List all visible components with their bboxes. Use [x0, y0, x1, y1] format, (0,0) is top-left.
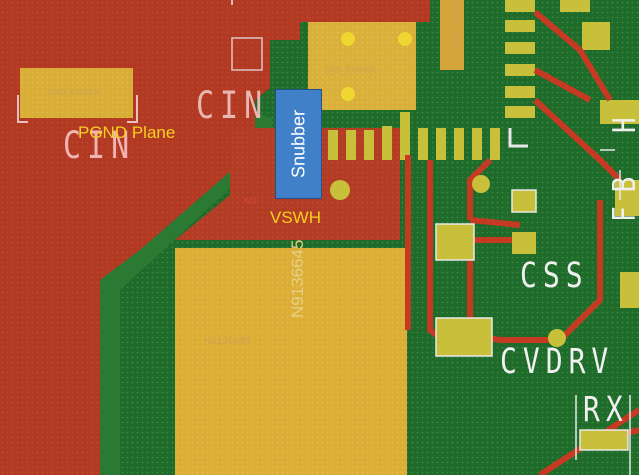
pad-net-label-2: GND_POWER — [324, 66, 377, 75]
snubber-label: Snubber — [288, 109, 308, 179]
silk-css: CSS — [520, 254, 589, 296]
silk-rx: RX — [583, 388, 629, 430]
silk-cin-left: CIN — [63, 124, 136, 168]
pad-net-label-4: N9136645 — [204, 336, 251, 347]
silk-cvdrv: CVDRV — [500, 340, 615, 382]
silk-fb: FB H — [607, 103, 639, 222]
silk-cin-top: CIN — [196, 84, 269, 128]
snubber-box: Snubber — [275, 89, 322, 199]
ic-pin-row — [328, 112, 500, 160]
pad-net-label-1: GND_POWER — [48, 88, 101, 97]
pgnd-plane-label: PGND Plane — [78, 123, 176, 142]
css-cap-pad — [435, 223, 475, 261]
green-keepout-band — [100, 112, 272, 475]
inductor-part-number: N9136645 — [288, 239, 307, 318]
vswh-ref-label: N9 — [244, 196, 257, 207]
cvdrv-cap-pad — [435, 317, 493, 357]
ic-pin-column — [505, 0, 535, 118]
vswh-label: VSWH — [270, 208, 321, 227]
vias — [330, 175, 566, 347]
pad-net-label-3: GND_POWER — [452, 0, 461, 50]
